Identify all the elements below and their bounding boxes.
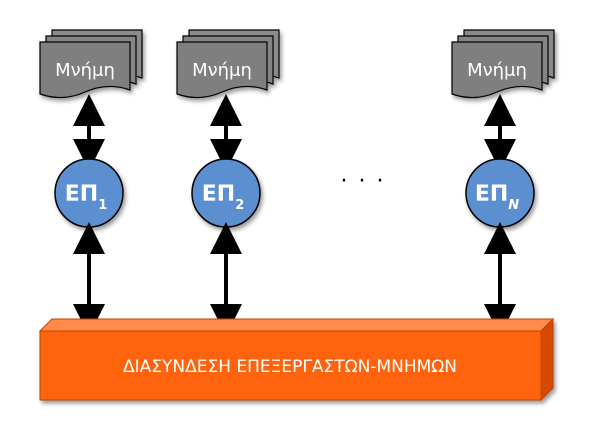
- processor-sub-1: 1: [98, 198, 107, 213]
- memory-page-front: [39, 41, 131, 99]
- memory-page-front: [451, 41, 543, 99]
- processor-label-n: ΕΠN: [475, 182, 519, 213]
- processor-label-2: ΕΠ2: [202, 182, 245, 213]
- interconnect-label: ΔΙΑΣΥΝΔΕΣΗ ΕΠΕΞΕΡΓΑΣΤΩΝ-ΜΝΗΜΩΝ: [123, 357, 457, 377]
- processor-main-2: ΕΠ: [202, 182, 235, 207]
- bus-top-face: [38, 318, 555, 332]
- memory-block-n: Μνήμη: [451, 29, 555, 99]
- processor-node-2: ΕΠ2: [191, 158, 261, 228]
- bus-front-face: [39, 330, 542, 401]
- memory-label-2: Μνήμη: [192, 60, 252, 81]
- ellipsis: · · ·: [341, 169, 386, 194]
- processor-node-n: ΕΠN: [465, 158, 535, 228]
- processor-node-1: ΕΠ1: [54, 158, 124, 228]
- memory-block-2: Μνήμη: [176, 29, 280, 99]
- processor-sub-2: 2: [235, 198, 244, 213]
- memory-label-1: Μνήμη: [55, 60, 115, 81]
- processor-main-n: ΕΠ: [475, 182, 508, 207]
- processor-main-1: ΕΠ: [65, 182, 98, 207]
- bus-side-face: [540, 317, 554, 402]
- memory-block-1: Μνήμη: [39, 29, 143, 99]
- memory-page-front: [176, 41, 268, 99]
- processor-sub-n: N: [508, 198, 519, 213]
- interconnect-bus: ΔΙΑΣΥΝΔΕΣΗ ΕΠΕΞΕΡΓΑΣΤΩΝ-ΜΝΗΜΩΝ: [38, 317, 555, 402]
- processor-label-1: ΕΠ1: [65, 182, 108, 213]
- memory-label-n: Μνήμη: [467, 60, 527, 81]
